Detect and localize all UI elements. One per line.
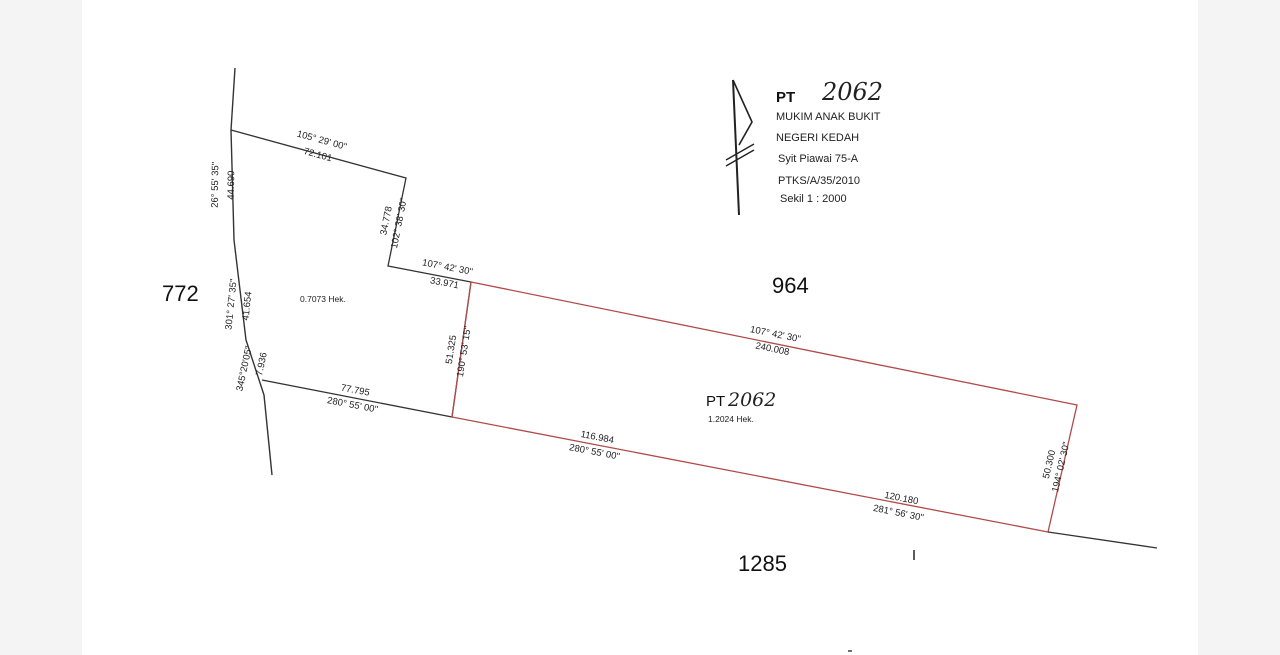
dim-inner-bearing: 190° 53' 15" [455,325,474,377]
dim-w3-distance: 7.936 [254,351,270,377]
dim-south-distance: 116.984 [580,429,615,446]
survey-plan: PT 2062 MUKIM ANAK BUKIT NEGERI KEDAH Sy… [162,67,1158,652]
south-boundary-line [1047,531,1158,549]
title-mukim: MUKIM ANAK BUKIT [776,111,881,123]
title-ref: PTKS/A/35/2010 [778,175,860,187]
dim-mid-distance: 33.971 [429,275,460,291]
main-lot-number: 2062 [727,389,776,411]
north-arrow-icon [725,79,755,216]
lot-772: 772 [162,281,199,306]
lot-1285: 1285 [738,551,787,576]
title-scale: Sekil 1 : 2000 [780,193,847,205]
title-negeri: NEGERI KEDAH [776,132,859,144]
dim-ne-bearing: 102° 38' 30" [389,197,410,249]
dim-north-distance: 240.008 [754,341,790,359]
survey-sheet: PT 2062 MUKIM ANAK BUKIT NEGERI KEDAH Sy… [82,0,1198,655]
dim-inner-distance: 51.325 [444,334,459,364]
dim-se-distance: 120.180 [883,490,919,508]
dim-w1-distance: 44.690 [226,171,238,200]
dim-w1-bearing: 26° 55' 35" [210,162,222,208]
west-boundary-line [230,67,273,476]
title-pt-prefix: PT [776,89,795,106]
west-parcel-area: 0.7073 Hek. [300,294,346,304]
dim-sw-distance: 77.795 [340,383,371,399]
title-pt-number: 2062 [821,78,883,106]
west-parcel-boundary [230,129,472,418]
dim-w2-distance: 41.654 [240,291,254,321]
lot-964: 964 [772,273,809,298]
dim-mid-bearing: 107° 42' 30" [421,257,473,277]
main-lot-area: 1.2024 Hek. [708,414,754,424]
dim-nw-distance: 72.101 [302,146,333,164]
dim-w3-bearing: 345°20'05" [234,345,254,392]
main-lot-prefix: PT [706,393,725,410]
dim-w2-bearing: 301° 27' 35" [223,278,239,330]
title-syit: Syit Piawai 75-A [778,153,859,165]
